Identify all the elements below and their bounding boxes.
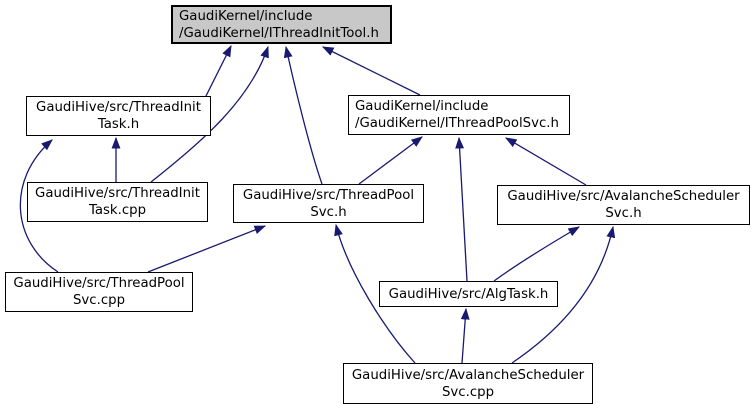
node-avalancheschedulersvc-cpp[interactable]: GaudiHive/src/AvalancheScheduler Svc.cpp <box>343 363 593 404</box>
edge-ithreadpoolsvc-h-to-ithreadinittool-h <box>321 46 421 96</box>
node-label-line1: GaudiHive/src/ThreadInit <box>36 100 201 115</box>
edge-threadinittask-cpp-to-ithreadinittool-h <box>150 45 269 183</box>
node-label-line2: /GaudiKernel/IThreadPoolSvc.h <box>355 116 559 131</box>
edge-threadpoolsvc-h-to-ithreadpoolsvc-h <box>358 136 423 185</box>
node-ithreadpoolsvc-h[interactable]: GaudiKernel/include /GaudiKernel/IThread… <box>348 95 570 135</box>
node-label-line1: GaudiHive/src/AvalancheScheduler <box>351 367 585 383</box>
edge-algtask-h-to-avalancheschedulersvc-h <box>493 226 581 282</box>
node-label-line2: Svc.h <box>605 206 642 221</box>
node-label-line1: GaudiHive/src/ThreadPool <box>13 276 185 291</box>
node-label-line1: GaudiKernel/include <box>355 99 489 114</box>
node-label-line1: GaudiHive/src/AvalancheScheduler <box>507 189 740 204</box>
edge-avalancheschedulersvc-cpp-to-avalancheschedulersvc-h <box>511 225 616 364</box>
node-avalancheschedulersvc-h[interactable]: GaudiHive/src/AvalancheScheduler Svc.h <box>497 185 750 225</box>
edge-threadpoolsvc-cpp-to-threadpoolsvc-h <box>147 225 267 273</box>
node-label-line1: GaudiHive/src/ThreadPool <box>242 187 415 203</box>
edge-threadpoolsvc-h-to-ithreadinittool-h <box>283 45 323 185</box>
edge-threadpoolsvc-cpp-to-threadinittask-h <box>19 139 59 273</box>
node-label-line1: GaudiHive/src/ThreadInit <box>35 186 200 201</box>
node-label-line1: GaudiKernel/include <box>179 8 313 24</box>
node-label-line2: Task.h <box>97 117 140 132</box>
node-ithreadinittool-h[interactable]: GaudiKernel/include /GaudiKernel/IThread… <box>171 5 392 44</box>
edge-algtask-h-to-ithreadpoolsvc-h <box>455 136 468 282</box>
node-threadpoolsvc-h[interactable]: GaudiHive/src/ThreadPool Svc.h <box>233 184 424 223</box>
edge-threadinittask-h-to-ithreadinittool-h <box>205 44 232 97</box>
edge-avalancheschedulersvc-cpp-to-threadpoolsvc-h <box>334 223 416 364</box>
node-threadinittask-cpp[interactable]: GaudiHive/src/ThreadInit Task.cpp <box>27 182 208 222</box>
node-label-line1: GaudiHive/src/AlgTask.h <box>388 286 549 302</box>
edge-avalancheschedulersvc-cpp-to-algtask-h <box>460 307 470 364</box>
node-label-line2: Svc.cpp <box>441 384 495 400</box>
node-label-line2: Svc.h <box>310 204 347 220</box>
node-label-line2: Task.cpp <box>88 203 147 218</box>
node-label-line2: Svc.cpp <box>72 293 126 308</box>
node-algtask-h[interactable]: GaudiHive/src/AlgTask.h <box>379 281 558 307</box>
node-threadinittask-h[interactable]: GaudiHive/src/ThreadInit Task.h <box>26 96 211 136</box>
node-label-line2: /GaudiKernel/IThreadInitTool.h <box>179 25 379 41</box>
node-threadpoolsvc-cpp[interactable]: GaudiHive/src/ThreadPool Svc.cpp <box>5 272 193 312</box>
edge-avalancheschedulersvc-h-to-ithreadpoolsvc-h <box>504 137 587 186</box>
